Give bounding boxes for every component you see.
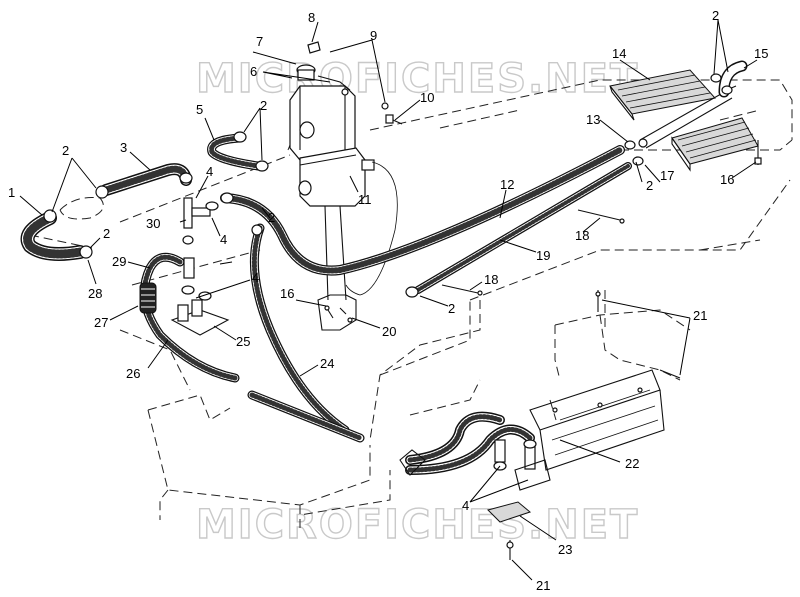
- callout-16: 16: [280, 286, 294, 301]
- callout-10: 10: [420, 90, 434, 105]
- hose-19: [414, 162, 632, 294]
- callout-7: 7: [256, 34, 263, 49]
- hose-3: [100, 163, 192, 196]
- hose-1: [20, 211, 87, 261]
- callout-12: 12: [500, 177, 514, 192]
- callout-26: 26: [126, 366, 140, 381]
- callout-3: 3: [120, 140, 127, 155]
- callout-25: 25: [236, 334, 250, 349]
- callout-1: 1: [8, 185, 15, 200]
- callout-2: 2: [448, 301, 455, 316]
- hose-24: [247, 223, 365, 443]
- callout-9: 9: [370, 28, 377, 43]
- callout-21: 21: [693, 308, 707, 323]
- chassis-outline: [29, 79, 793, 530]
- callout-22: 22: [625, 456, 639, 471]
- callout-30: 30: [146, 216, 160, 231]
- heat-exchanger-rear: [671, 117, 759, 172]
- callout-18: 18: [484, 272, 498, 287]
- callout-2: 2: [268, 210, 275, 225]
- callout-20: 20: [382, 324, 396, 339]
- callout-4: 4: [206, 164, 213, 179]
- bleed-valve-25: [170, 257, 230, 336]
- callout-27: 27: [94, 315, 108, 330]
- boot-27: [139, 282, 157, 314]
- elbow-hose-15: [710, 60, 748, 98]
- callout-29: 29: [112, 254, 126, 269]
- callout-2: 2: [646, 178, 653, 193]
- overflow-tube: [345, 161, 398, 296]
- clamps: [43, 131, 419, 298]
- t-fitting-30: [182, 197, 219, 245]
- callout-2: 2: [712, 8, 719, 23]
- bolt-16-right: [754, 140, 762, 165]
- callout-24: 24: [320, 356, 334, 371]
- callout-28: 28: [88, 286, 102, 301]
- hose-5: [207, 133, 263, 171]
- callout-15: 15: [754, 46, 768, 61]
- callout-4: 4: [462, 498, 469, 513]
- bracket-23: [487, 501, 532, 560]
- bolts-18: [441, 209, 625, 296]
- callout-5: 5: [196, 102, 203, 117]
- callout-14: 14: [612, 46, 626, 61]
- callout-6: 6: [250, 64, 257, 79]
- callout-2: 2: [62, 143, 69, 158]
- watermark-top: MICROFICHES.NET: [196, 56, 639, 102]
- coolant-reservoir: [289, 41, 403, 207]
- bolts-21: [595, 290, 681, 379]
- leader-lines: [19, 19, 758, 581]
- callout-labels: 1 2 3 2 28 4 30 4 5 2 7 6 8 9 10 11 2 12…: [8, 8, 768, 593]
- fitting-13-17: [624, 138, 648, 166]
- mount-plate-22: [529, 369, 665, 471]
- callout-2: 2: [103, 226, 110, 241]
- callout-4: 4: [252, 270, 259, 285]
- callout-21: 21: [536, 578, 550, 593]
- callout-4: 4: [220, 232, 227, 247]
- callout-8: 8: [308, 10, 315, 25]
- callout-16: 16: [720, 172, 734, 187]
- watermark-bottom: MICROFICHES.NET: [196, 502, 639, 548]
- callout-19: 19: [536, 248, 550, 263]
- reservoir-bracket: [317, 205, 357, 331]
- callout-17: 17: [660, 168, 674, 183]
- callout-23: 23: [558, 542, 572, 557]
- callout-2: 2: [260, 98, 267, 113]
- hose-lower: [405, 411, 535, 475]
- callout-11: 11: [358, 192, 372, 207]
- callout-18: 18: [575, 228, 589, 243]
- callout-13: 13: [586, 112, 600, 127]
